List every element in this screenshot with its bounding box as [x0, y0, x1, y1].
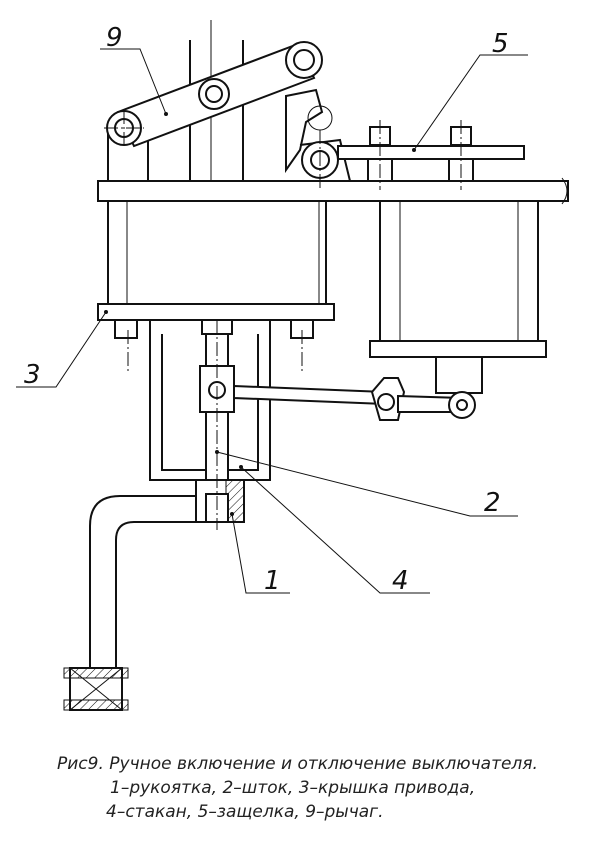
leader-lines	[16, 48, 528, 594]
caption-line-1: Рис9. Ручное включение и отключение выкл…	[57, 754, 538, 774]
center-lines	[104, 110, 321, 530]
callout-9: 9	[106, 23, 123, 53]
callout-2: 2	[484, 488, 501, 518]
caption-line-2: 1–рукоятка, 2–шток, 3–крышка привода,	[110, 778, 476, 798]
callout-3: 3	[24, 360, 41, 390]
mechanism-drawing: 9 5 3 2 4 1	[16, 20, 569, 711]
figure-caption: Рис9. Ручное включение и отключение выкл…	[0, 752, 616, 824]
right-housing	[369, 200, 547, 394]
caption-line-3: 4–стакан, 5–защелка, 9–рычаг.	[106, 802, 384, 822]
callout-1: 1	[264, 566, 281, 596]
linkage	[233, 377, 476, 421]
drive-cover-3	[97, 303, 335, 339]
latch-bolt-left	[367, 120, 393, 190]
drive-housing	[107, 200, 327, 305]
frame-rail	[97, 177, 569, 205]
handle-1	[63, 479, 245, 711]
latch-5	[285, 88, 525, 190]
latch-bolt-right	[448, 120, 474, 190]
callout-5: 5	[492, 29, 509, 59]
callout-4: 4	[392, 566, 409, 596]
